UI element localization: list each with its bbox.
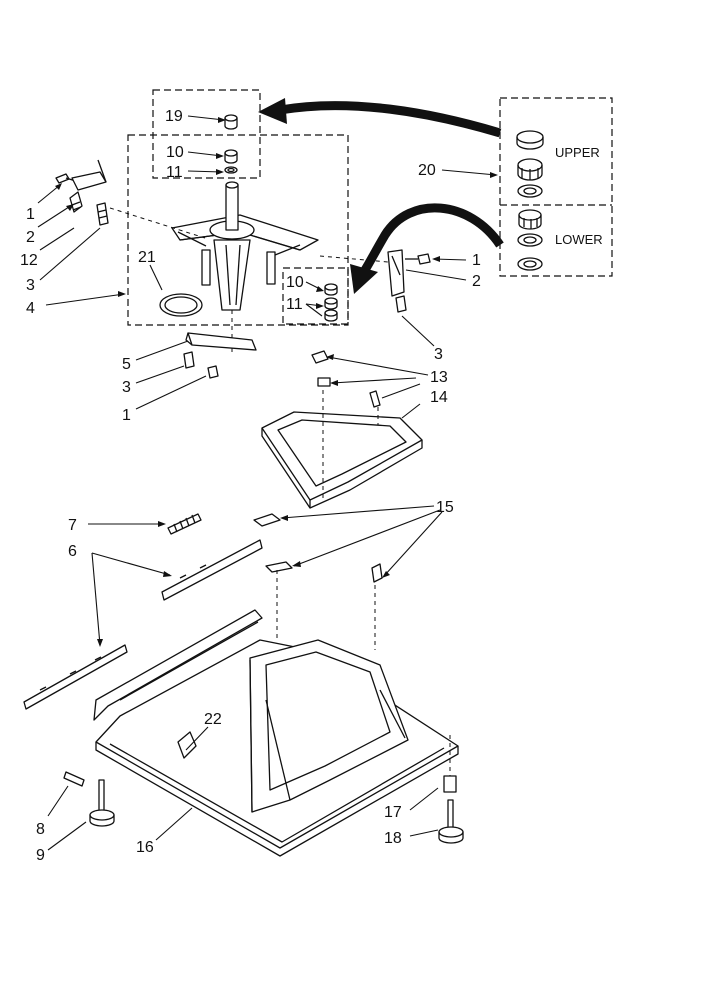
arrow-upper-head — [258, 98, 287, 124]
callout-18: 18 — [384, 830, 402, 847]
callout-3-right: 3 — [434, 346, 443, 363]
callout-1-left: 1 — [26, 206, 35, 223]
arrow-lower-curve — [361, 203, 504, 273]
part-15-clips — [253, 513, 383, 650]
callout-11-lower: 11 — [286, 296, 303, 313]
arrow-lower-head — [350, 264, 378, 294]
callout-9: 9 — [36, 847, 45, 864]
part-4-gearcase-assembly — [171, 181, 319, 355]
kit-label-upper: UPPER — [555, 145, 600, 160]
leader-lines — [37, 115, 498, 851]
box-kit-20 — [499, 97, 613, 277]
callout-19: 19 — [165, 108, 183, 125]
part-11-bushing-upper — [224, 166, 238, 174]
right-bracket-parts — [319, 249, 431, 313]
callout-3-left: 3 — [26, 277, 35, 294]
callout-1-lower: 1 — [122, 407, 131, 424]
kit-label-lower: LOWER — [555, 232, 603, 247]
callout-7: 7 — [68, 517, 77, 534]
callout-13: 13 — [430, 369, 448, 386]
part-19-seal — [224, 114, 238, 130]
box-bushing-set — [282, 267, 349, 325]
callout-2-left: 2 — [26, 229, 35, 246]
callout-4: 4 — [26, 300, 35, 317]
callout-22: 22 — [204, 711, 222, 728]
part-17-18-rear-foot — [438, 735, 464, 844]
callout-21: 21 — [138, 249, 156, 266]
callout-10-upper: 10 — [166, 144, 184, 161]
arrow-upper-curve — [279, 101, 502, 138]
part-5-lower-bracket — [183, 332, 257, 379]
callout-15: 15 — [436, 499, 454, 516]
part-11-bushing-lower — [324, 297, 338, 322]
left-bracket-parts — [55, 159, 206, 239]
callout-2-right: 2 — [472, 273, 481, 290]
callout-labels: 19 10 11 20 1 2 12 3 4 21 10 11 1 2 3 5 … — [20, 108, 481, 864]
callout-6: 6 — [68, 543, 77, 560]
part-21-ring — [159, 293, 203, 317]
callout-16: 16 — [136, 839, 154, 856]
callout-14: 14 — [430, 389, 448, 406]
part-10-bushing-lower — [324, 283, 338, 296]
callout-3-lower: 3 — [122, 379, 131, 396]
callout-12: 12 — [20, 252, 38, 269]
part-7-spring — [167, 513, 202, 535]
callout-20: 20 — [418, 162, 436, 179]
part-6-brace-lower — [23, 644, 128, 710]
callout-17: 17 — [384, 804, 402, 821]
kit-upper-parts — [516, 130, 544, 198]
part-14-frame — [261, 390, 423, 509]
part-10-bushing-upper — [224, 149, 238, 164]
callout-5: 5 — [122, 356, 131, 373]
part-6-brace-upper — [161, 539, 263, 601]
part-13-clips — [311, 350, 381, 408]
callout-1-right: 1 — [472, 252, 481, 269]
part-16-base-frame — [93, 609, 459, 857]
kit-lower-parts — [517, 209, 543, 271]
callout-10-lower: 10 — [286, 274, 304, 291]
box-upper-assembly — [152, 89, 261, 179]
callout-8: 8 — [36, 821, 45, 838]
callout-11-upper: 11 — [166, 164, 183, 181]
part-8-9-front-foot — [63, 771, 115, 827]
box-gearcase-assembly — [127, 134, 349, 326]
